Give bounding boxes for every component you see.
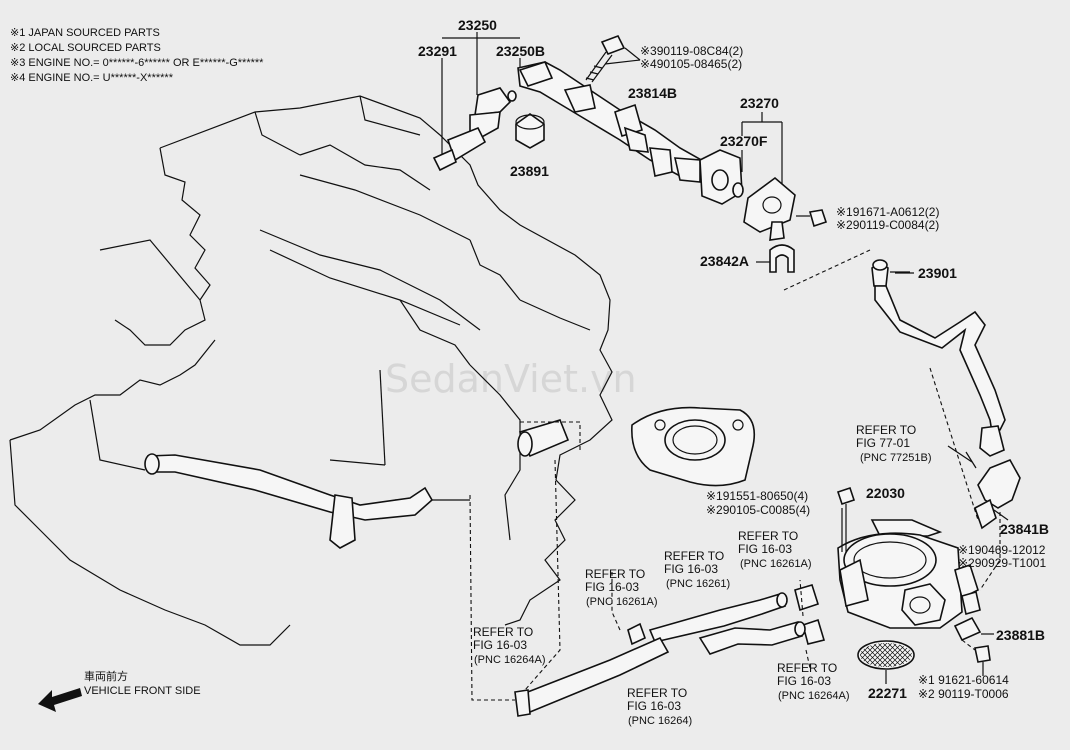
throttle-body-22030 [794, 486, 982, 645]
svg-text:FIG 77-01: FIG 77-01 [856, 436, 910, 450]
note-2: ※2 LOCAL SOURCED PARTS [10, 42, 161, 54]
label-23291: 23291 [418, 43, 457, 59]
pressure-damper-23270 [732, 112, 871, 291]
fastener-bolt-right-2: ※290119-C0084(2) [836, 218, 939, 232]
watermark: SedanViet.vn [385, 357, 637, 401]
front-arrow-icon [38, 688, 82, 712]
svg-text:(PNC 16261): (PNC 16261) [666, 578, 730, 590]
fastener-tb-bolt-1: ※191551-80650(4) [706, 489, 808, 503]
vehicle-front-indicator: 車両前方 VEHICLE FRONT SIDE [38, 669, 201, 712]
fastener-bolt-top-1: ※390119-08C84(2) [640, 44, 743, 58]
note-3: ※3 ENGINE NO.= 0******-6****** OR E*****… [10, 57, 264, 69]
label-22030: 22030 [866, 485, 905, 501]
note-1: ※1 JAPAN SOURCED PARTS [10, 27, 160, 39]
svg-text:FIG 16-03: FIG 16-03 [664, 562, 718, 576]
svg-text:(PNC 77251B): (PNC 77251B) [860, 452, 932, 464]
svg-text:REFER TO: REFER TO [738, 529, 798, 543]
svg-text:REFER TO: REFER TO [473, 625, 533, 639]
svg-text:REFER TO: REFER TO [627, 686, 687, 700]
fastener-tb-bolt-2: ※290105-C0085(4) [706, 503, 810, 517]
label-23891: 23891 [510, 163, 549, 179]
svg-text:FIG 16-03: FIG 16-03 [627, 699, 681, 713]
injector-body [474, 87, 512, 116]
svg-text:(PNC 16264A): (PNC 16264A) [474, 654, 546, 666]
label-23250B: 23250B [496, 43, 545, 59]
svg-text:REFER TO: REFER TO [585, 567, 645, 581]
fastener-screw-2: ※2 90119-T0006 [918, 687, 1009, 701]
refer-fig16-c: REFER TO FIG 16-03 (PNC 16261A) [738, 529, 812, 570]
injector-group [432, 32, 545, 172]
label-23814B: 23814B [628, 85, 677, 101]
svg-text:(PNC 16261A): (PNC 16261A) [586, 596, 658, 608]
label-23270F: 23270F [720, 133, 768, 149]
fastener-bolt-top-2: ※490105-08465(2) [640, 57, 742, 71]
label-23842A: 23842A [700, 253, 749, 269]
refer-fig16-a: REFER TO FIG 16-03 (PNC 16261A) [585, 567, 658, 608]
label-23901: 23901 [918, 265, 957, 281]
label-23270: 23270 [740, 95, 779, 111]
svg-text:REFER TO: REFER TO [777, 661, 837, 675]
svg-text:FIG 16-03: FIG 16-03 [777, 674, 831, 688]
fuel-hose-23901 [871, 259, 1006, 457]
fastener-labels: ※390119-08C84(2) ※490105-08465(2) ※19167… [640, 44, 1046, 701]
clip-23841B [974, 458, 1021, 530]
coolant-hoses [514, 592, 806, 717]
fastener-clamp-2: ※290929-T1001 [958, 556, 1046, 570]
front-label-english: VEHICLE FRONT SIDE [84, 685, 201, 697]
refer-fig16-b: REFER TO FIG 16-03 (PNC 16261) [664, 549, 730, 590]
fastener-clamp-1: ※190469-12012 [958, 543, 1046, 557]
insulator-23891 [515, 113, 545, 149]
label-23881B: 23881B [996, 627, 1045, 643]
part-labels: 23250 23291 23250B 23891 23814B 23270 23… [418, 17, 1049, 701]
fastener-bolt-right-1: ※191671-A0612(2) [836, 205, 939, 219]
note-4: ※4 ENGINE NO.= U******-X****** [10, 72, 174, 84]
svg-text:(PNC 16261A): (PNC 16261A) [740, 558, 812, 570]
refer-labels: REFER TO FIG 77-01 (PNC 77251B) REFER TO… [473, 423, 932, 727]
svg-text:(PNC 16264A): (PNC 16264A) [778, 690, 850, 702]
refer-fig16-d: REFER TO FIG 16-03 (PNC 16264A) [473, 625, 546, 666]
gasket-22271 [857, 640, 991, 676]
notes-block: ※1 JAPAN SOURCED PARTS ※2 LOCAL SOURCED … [10, 27, 264, 84]
svg-text:FIG 16-03: FIG 16-03 [585, 580, 639, 594]
clip-23842A [769, 244, 795, 273]
svg-text:FIG 16-03: FIG 16-03 [738, 542, 792, 556]
fastener-screw-1: ※1 91621-60614 [918, 673, 1009, 687]
svg-text:(PNC 16264): (PNC 16264) [628, 715, 692, 727]
label-23841B: 23841B [1000, 521, 1049, 537]
refer-fig16-e: REFER TO FIG 16-03 (PNC 16264) [627, 686, 692, 727]
fuel-rail [517, 34, 743, 205]
engine-block [9, 95, 756, 646]
refer-fig16-f: REFER TO FIG 16-03 (PNC 16264A) [777, 661, 850, 702]
svg-text:REFER TO: REFER TO [856, 423, 916, 437]
dashed-leaders [469, 367, 1001, 701]
label-22271: 22271 [868, 685, 907, 701]
refer-fig77: REFER TO FIG 77-01 (PNC 77251B) [856, 423, 932, 464]
svg-text:REFER TO: REFER TO [664, 549, 724, 563]
svg-text:FIG 16-03: FIG 16-03 [473, 638, 527, 652]
label-23250: 23250 [458, 17, 497, 33]
front-label-japanese: 車両前方 [84, 669, 128, 683]
